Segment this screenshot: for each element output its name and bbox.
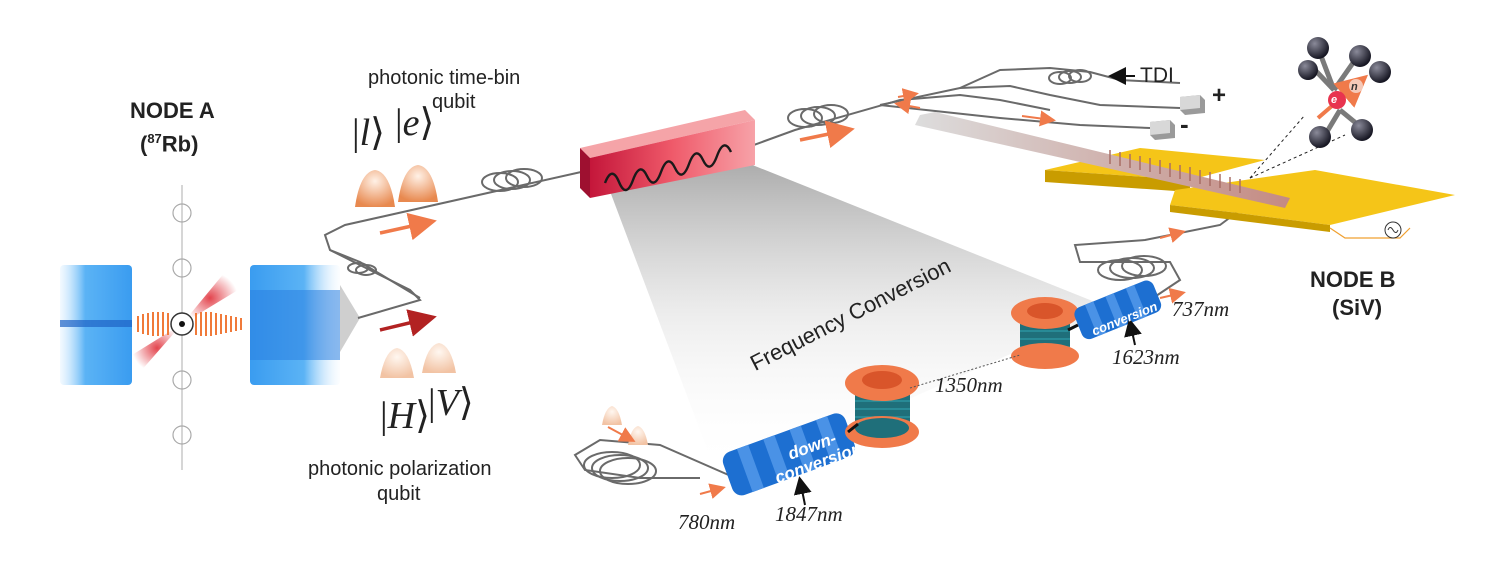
time-bin-label: photonic time-bin — [368, 67, 521, 89]
connecting-fibers — [847, 323, 1079, 434]
frequency-conversion-fan — [605, 158, 1110, 470]
tdi-label: TDI — [1140, 64, 1174, 87]
rb-label: Rb — [161, 131, 192, 157]
photon-arrows — [379, 88, 1186, 499]
ket-vertical: |V⟩ — [428, 382, 474, 424]
time-bin-label-2: qubit — [432, 91, 476, 113]
polarization-pulses — [380, 343, 456, 378]
siv-molecule — [1298, 37, 1391, 148]
wavelength-1847: 1847nm — [775, 502, 843, 526]
fiber-crystal-to-node-b — [739, 93, 1051, 151]
ket-late: |l⟩ — [352, 112, 385, 154]
wavelength-1350: 1350nm — [935, 373, 1003, 397]
node-b-title: NODE B — [1310, 267, 1396, 292]
fiber-loop-2 — [787, 104, 849, 128]
up-converter — [1074, 280, 1162, 340]
node-a-species: (87Rb) — [140, 131, 199, 157]
crystal-wave — [603, 144, 733, 192]
node-a-title: NODE A — [130, 98, 215, 123]
electron-spin — [1328, 91, 1346, 109]
fiber-loop-3 — [583, 451, 657, 485]
gold-electrode-bottom — [1170, 170, 1455, 225]
red-beam-up — [182, 272, 238, 324]
ket-early: |e⟩ — [395, 102, 435, 144]
down-converter — [722, 413, 856, 496]
small-pulses — [602, 406, 648, 445]
nanophotonic-waveguide — [915, 112, 1290, 208]
output-cone — [340, 285, 360, 352]
spool-2 — [1011, 297, 1079, 369]
electron-label: e — [1331, 94, 1338, 106]
fiber-network — [323, 66, 1242, 485]
detector-minus: - — [1180, 109, 1189, 139]
polarization-label: photonic polarization — [308, 458, 492, 480]
pointer-arrows — [793, 67, 1142, 506]
detector-plus: + — [1212, 82, 1227, 109]
time-bin-pulses — [355, 165, 438, 207]
wavelength-737: 737nm — [1172, 297, 1230, 321]
trapped-atom-ghosts — [172, 203, 192, 445]
detectors — [1150, 95, 1205, 140]
wavelength-1623: 1623nm — [1112, 345, 1180, 369]
nuclear-spin — [1349, 79, 1363, 93]
wavelength-780: 780nm — [678, 510, 736, 534]
nuclear-label: n — [1351, 81, 1358, 93]
ket-early-symbol: e — [402, 102, 420, 144]
polarization-label-2: qubit — [377, 483, 421, 505]
node-b-species: (SiV) — [1332, 295, 1383, 320]
fiber-loop-4 — [1097, 255, 1167, 281]
isotope-mass: 87 — [147, 131, 162, 146]
spool-1 — [845, 365, 919, 448]
ket-h-symbol: H — [387, 395, 416, 437]
node-a-cavity — [60, 185, 360, 470]
ket-v-symbol: V — [435, 382, 459, 424]
fiber-loop-1 — [481, 168, 543, 192]
red-beam-down — [132, 324, 182, 372]
ket-late-symbol: l — [359, 112, 371, 154]
conversion-crystal — [580, 110, 755, 198]
intracavity-field — [137, 312, 242, 336]
microwave-line — [1329, 227, 1411, 239]
ket-horizontal: |H⟩ — [380, 395, 430, 437]
node-b-device — [915, 112, 1455, 239]
